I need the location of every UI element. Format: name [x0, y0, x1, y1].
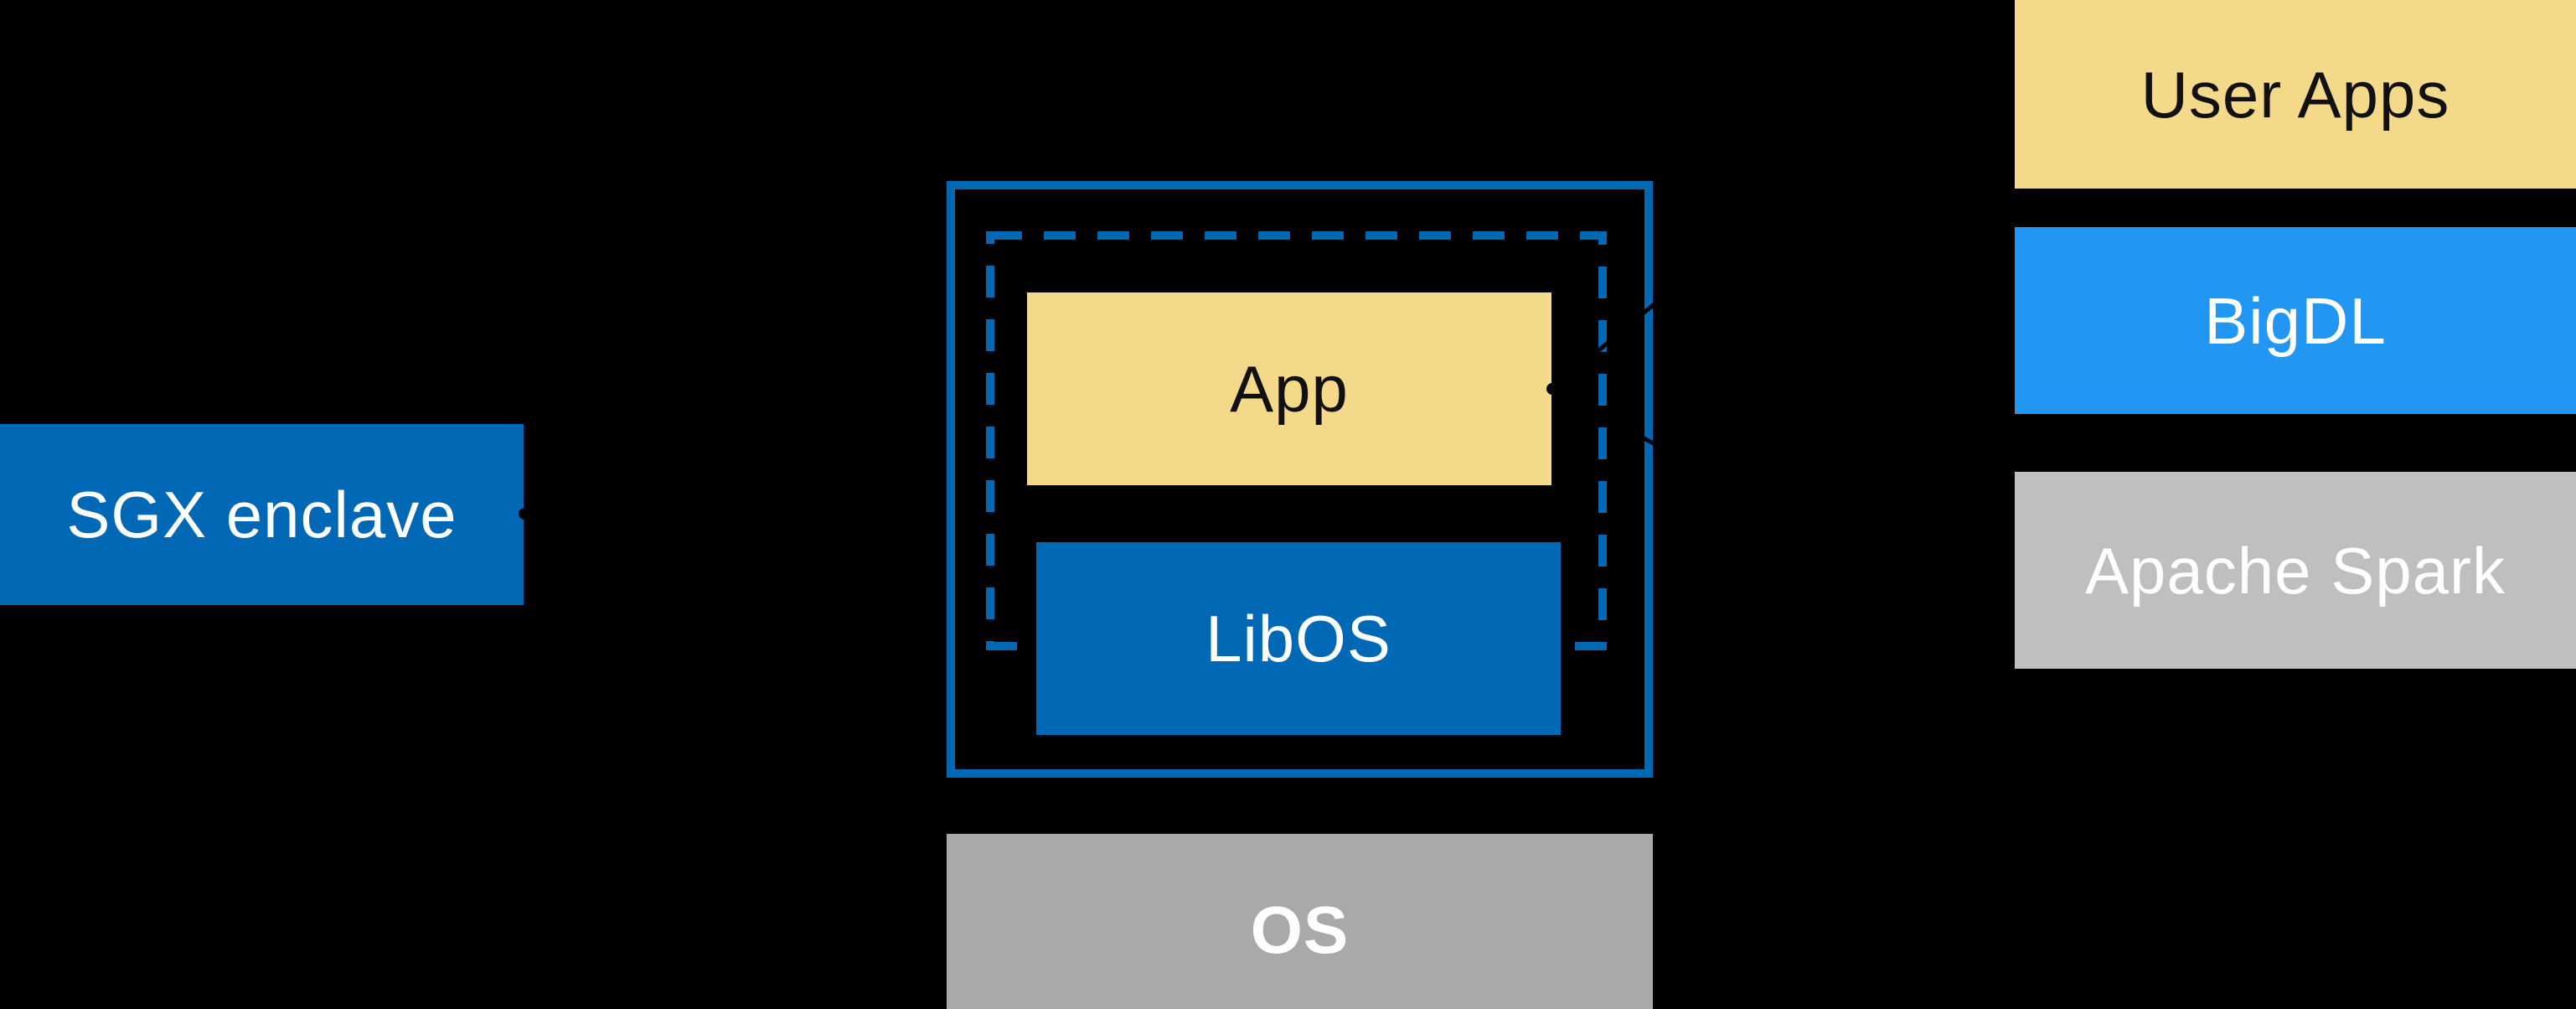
stack-box-user-apps: User Apps: [2015, 0, 2576, 189]
sgx-enclave-label-box: SGX enclave: [0, 424, 524, 605]
sgx-enclave-label: SGX enclave: [66, 478, 457, 551]
os-label: OS: [1250, 893, 1350, 967]
user-apps-label: User Apps: [2140, 57, 2450, 132]
libos-label: LibOS: [1205, 602, 1391, 675]
app-box: App: [1027, 292, 1551, 485]
app-label: App: [1230, 352, 1349, 426]
apache-spark-label: Apache Spark: [2085, 533, 2506, 608]
libos-box: LibOS: [1036, 542, 1561, 735]
bigdl-label: BigDL: [2204, 283, 2387, 358]
stack-box-apache-spark: Apache Spark: [2015, 472, 2576, 669]
os-box: OS: [947, 834, 1653, 1009]
stack-box-bigdl: BigDL: [2015, 227, 2576, 414]
